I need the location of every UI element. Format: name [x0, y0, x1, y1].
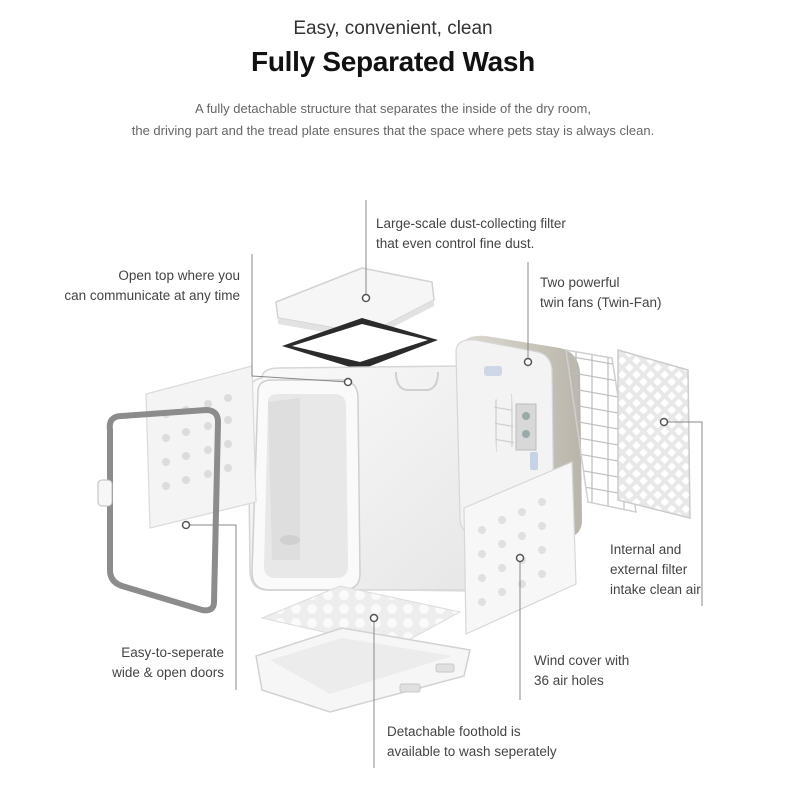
- filter-cover-part: [275, 267, 435, 340]
- dust-filter-part: [282, 318, 438, 370]
- dry-room-body: [247, 365, 500, 592]
- foothold-tray: [255, 627, 471, 713]
- side-wall-panel: [145, 365, 257, 529]
- callout-twin-fans: Two powerful twin fans (Twin-Fan): [540, 275, 662, 310]
- callout-filter: Large-scale dust-collecting filter that …: [376, 216, 566, 251]
- callout-open-top: Open top where you can communicate at an…: [64, 268, 240, 303]
- callout-dots: [181, 293, 669, 623]
- tagline: Easy, convenient, clean: [293, 18, 493, 39]
- wind-cover-part: [463, 461, 577, 635]
- description: A fully detachable structure that separa…: [0, 98, 786, 142]
- callout-doors: Easy-to-seperate wide & open doors: [112, 645, 224, 680]
- door-frame: [97, 406, 222, 614]
- callout-lines: [186, 200, 703, 768]
- callout-filter-intake: Internal and external filter intake clea…: [610, 542, 701, 597]
- callout-wind-cover: Wind cover with 36 air holes: [534, 653, 630, 688]
- description-line: A fully detachable structure that separa…: [195, 101, 591, 116]
- description-line: the driving part and the tread plate ens…: [131, 123, 655, 138]
- external-filter: [617, 349, 691, 519]
- callout-foothold: Detachable foothold is available to wash…: [387, 724, 557, 759]
- page-title: Fully Separated Wash: [251, 46, 535, 77]
